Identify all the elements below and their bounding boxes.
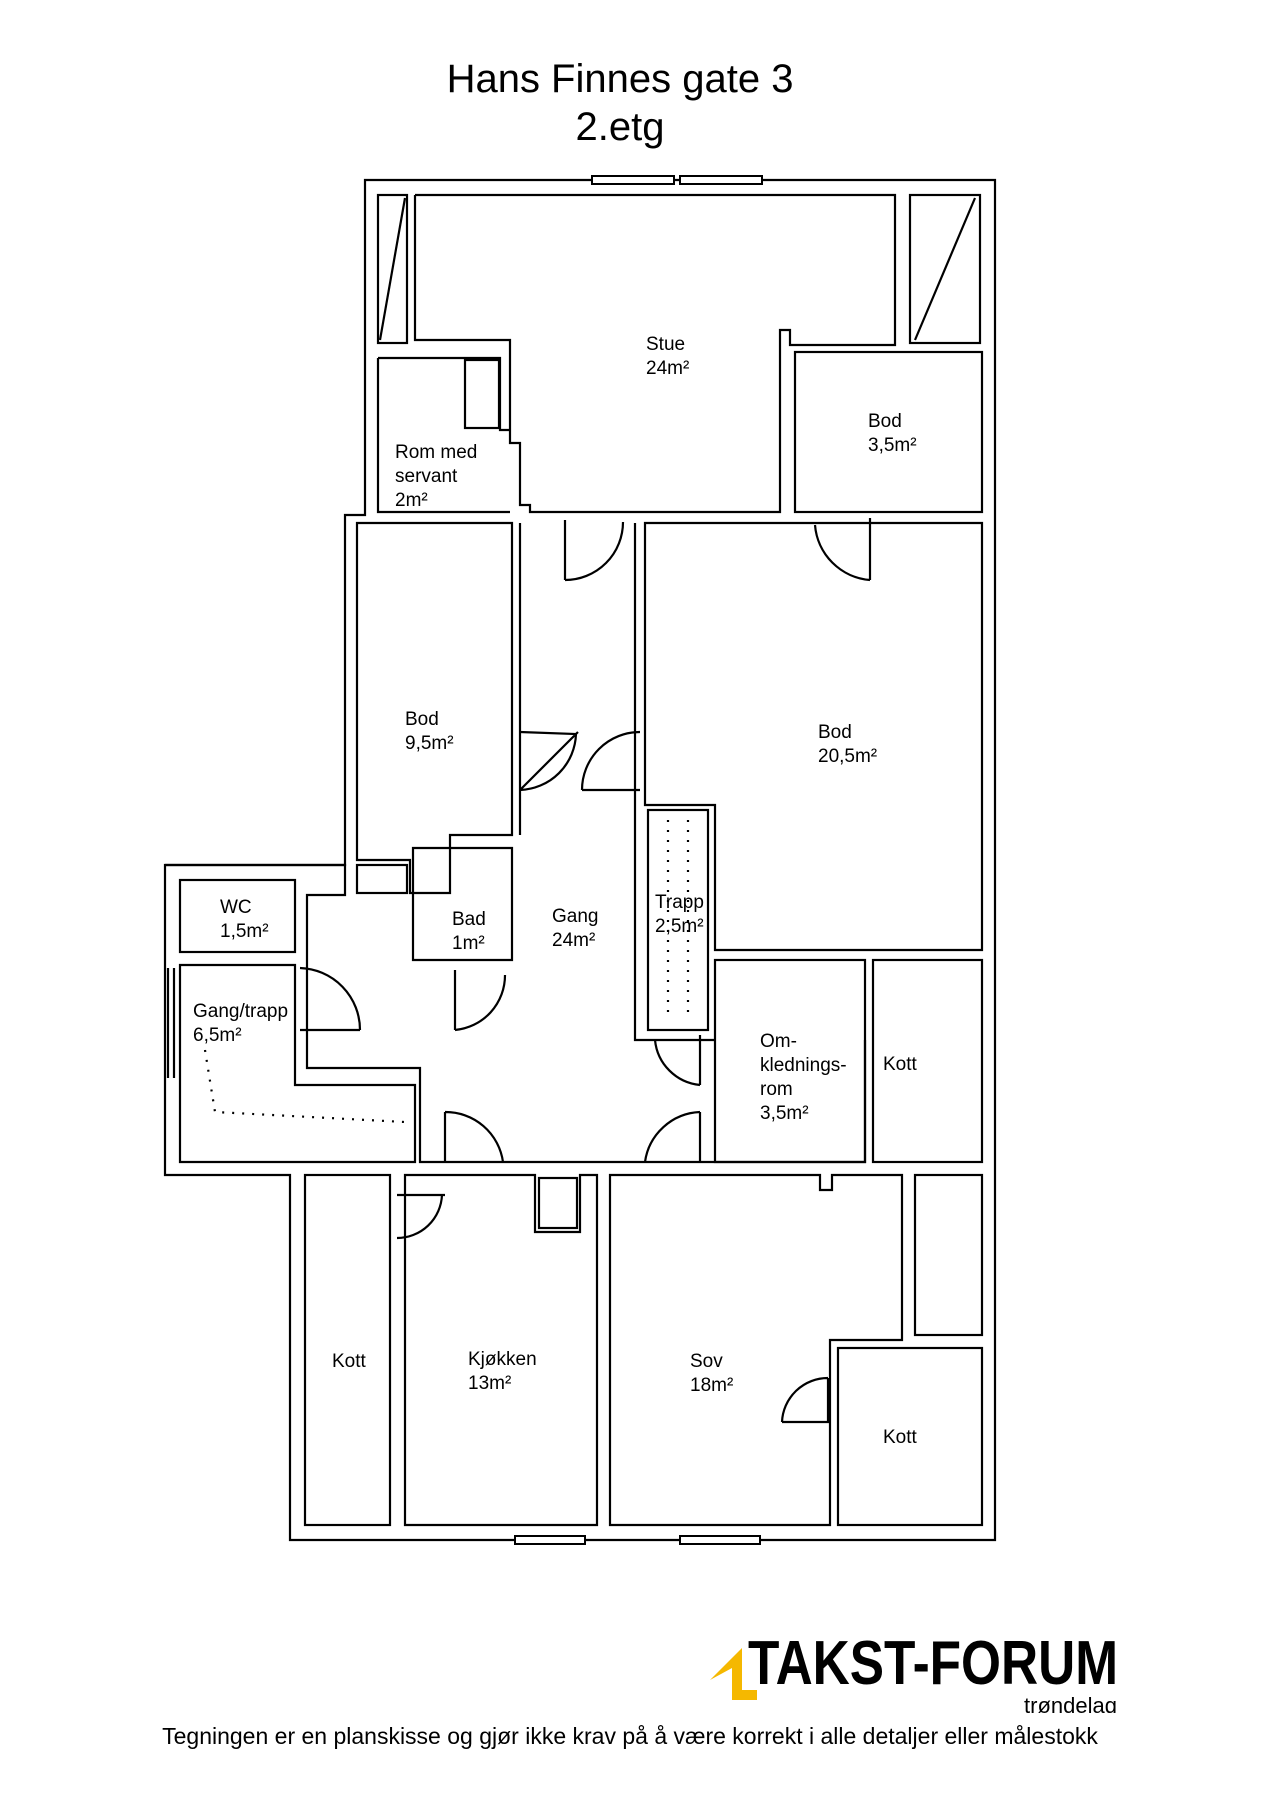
window-bottom-2 — [679, 1535, 761, 1545]
bad-wall — [411, 846, 514, 962]
door-wc — [299, 966, 362, 1032]
gang-trapp-stair — [203, 1049, 406, 1124]
logo-base-bar — [732, 1690, 757, 1700]
kott-right-wall — [871, 958, 984, 1164]
wc-outer-wall — [165, 863, 347, 965]
window-top-1 — [591, 175, 675, 185]
doors — [299, 518, 872, 1424]
kott-bottom-right-wall — [836, 1346, 984, 1527]
floor-title: 2.etg — [575, 105, 665, 149]
door-stue-gang — [563, 520, 625, 582]
kott-left-label: Kott — [332, 1351, 367, 1372]
logo-name: TAKST-FORUM — [748, 1629, 1118, 1698]
window-bottom-1 — [514, 1535, 586, 1545]
door-bad — [453, 970, 507, 1032]
omkledningsrom-wall — [713, 958, 867, 1164]
bod-205-wall — [643, 521, 984, 952]
servant-shaft — [463, 358, 501, 430]
door-bod-205 — [580, 730, 641, 792]
bod-95-wall — [355, 521, 514, 895]
logo-subtitle: trøndelag — [1024, 1693, 1117, 1713]
shaft-right — [908, 193, 982, 345]
door-kjokken — [396, 1193, 445, 1240]
shaft-left — [376, 193, 409, 345]
gang-trapp-wall — [178, 963, 417, 1164]
kott-left-wall — [303, 1173, 392, 1527]
kott-bottom-right-label: Kott — [883, 1427, 918, 1448]
sov-niche — [913, 1173, 984, 1337]
servant-room-outline — [376, 358, 510, 514]
sov-wall — [608, 1173, 904, 1527]
door-sov — [780, 1376, 830, 1424]
windows — [514, 175, 763, 1545]
shaft-left-diagonal — [378, 197, 407, 341]
kott-right-label: Kott — [883, 1054, 918, 1075]
stair-run — [666, 820, 690, 1020]
gang-right-wall — [633, 523, 715, 1042]
bod-35-wall — [793, 350, 984, 514]
disclaimer-text: Tegningen er en planskisse og gjør ikke … — [162, 1723, 1098, 1749]
kjokken-wall — [403, 1173, 599, 1527]
logo-graphic: TAKST-FORUM trøndelag — [710, 1629, 1118, 1718]
gang-trapp-window — [166, 968, 176, 1078]
wc-wall — [178, 878, 297, 954]
door-trapp — [653, 1035, 702, 1087]
outer-wall — [163, 178, 997, 1542]
door-omkledningsrom — [643, 1110, 702, 1163]
kjokken-shaft — [537, 1176, 579, 1230]
stue-wall — [413, 193, 897, 514]
takst-forum-logo: TAKST-FORUM trøndelag — [700, 1618, 1130, 1718]
stair-box — [646, 808, 710, 1032]
bod-95-closet — [355, 863, 409, 895]
wall-lines — [163, 178, 997, 1542]
window-top-2 — [679, 175, 763, 185]
servant-room-wall — [378, 356, 510, 432]
logo-roof-icon — [710, 1648, 742, 1698]
address-title: Hans Finnes gate 3 — [446, 57, 794, 101]
shaft-right-diagonal — [913, 197, 977, 341]
door-bod-35 — [813, 518, 872, 582]
plan-title: Hans Finnes gate 3 2.etg — [0, 55, 1240, 151]
door-gang-trapp-bottom — [443, 1110, 505, 1163]
door-bod-95 — [519, 730, 579, 792]
